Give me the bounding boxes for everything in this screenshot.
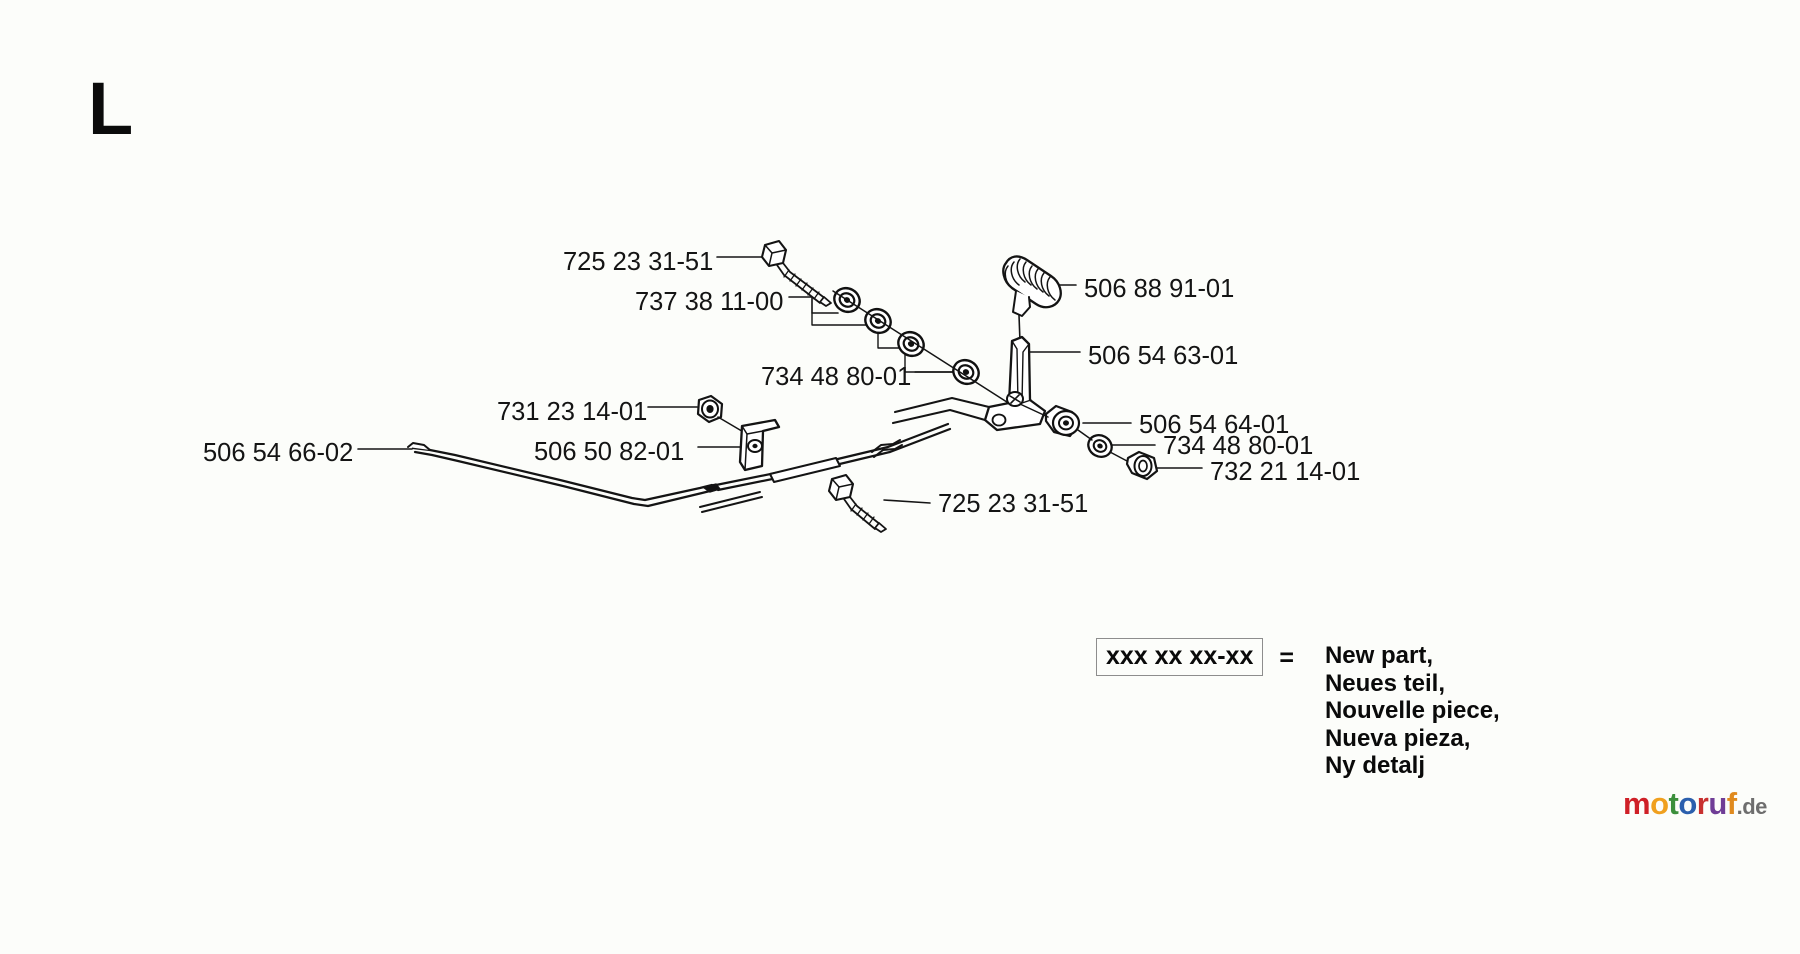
- leader-line: [788, 296, 839, 314]
- watermark-letter: m: [1623, 786, 1651, 821]
- part-bushing: [1019, 403, 1081, 438]
- legend-term-en: New part,: [1324, 642, 1433, 669]
- rod-tail: [699, 491, 761, 508]
- rod-tail: [701, 496, 763, 513]
- part-label-506-54-63-01: 506 54 63-01: [1088, 342, 1239, 370]
- watermark-letter: f: [1726, 786, 1737, 821]
- watermark-letter: r: [1696, 786, 1709, 821]
- part-washer-right: [1087, 434, 1113, 458]
- part-label-731-23-14-01: 731 23 14-01: [497, 398, 648, 426]
- part-label-725-23-31-51-top: 725 23 31-51: [563, 248, 714, 276]
- leader-line: [811, 312, 870, 326]
- part-control-rod: [407, 422, 952, 508]
- watermark-suffix: .de: [1736, 794, 1768, 819]
- assembly-axis: [832, 290, 1011, 405]
- part-label-506-88-91-01: 506 88 91-01: [1084, 275, 1235, 303]
- watermark-letter: o: [1678, 786, 1697, 821]
- part-label-734-48-80-01-mid: 734 48 80-01: [761, 363, 912, 391]
- part-label-734-48-80-01-right: 734 48 80-01: [1163, 432, 1314, 460]
- legend-term-sv: Ny detalj: [1324, 752, 1425, 779]
- legend-term-es: Nueva pieza,: [1324, 724, 1471, 752]
- part-lock-nut-right: [1109, 450, 1159, 481]
- part-label-506-50-82-01: 506 50 82-01: [534, 438, 685, 466]
- part-hex-bolt-bottom: [827, 473, 887, 533]
- watermark-letter: u: [1708, 786, 1727, 821]
- part-knob-grip: [1002, 255, 1062, 343]
- part-hex-bolt-top: [760, 239, 832, 307]
- part-cable-clamp: [738, 418, 781, 472]
- legend-term-de: Neues teil,: [1324, 669, 1446, 697]
- watermark-letter: o: [1650, 786, 1669, 821]
- new-part-legend: xxx xx xx-xx = New part, Neues teil, Nou…: [1096, 638, 1500, 780]
- legend-code-placeholder: xxx xx xx-xx: [1096, 638, 1264, 676]
- part-lock-nut-left: [696, 394, 758, 441]
- part-label-725-23-31-51-bottom: 725 23 31-51: [938, 490, 1089, 518]
- part-label-732-21-14-01: 732 21 14-01: [1210, 458, 1361, 486]
- legend-term-fr: Nouvelle piece,: [1324, 697, 1500, 724]
- motoruf-watermark: motoruf.de: [1623, 786, 1767, 822]
- part-washer-2: [859, 303, 897, 339]
- legend-term-list: New part, Neues teil, Nouvelle piece, Nu…: [1325, 642, 1500, 780]
- legend-equals-sign: =: [1279, 644, 1294, 672]
- section-letter: L: [88, 67, 134, 150]
- part-label-506-54-64-01: 506 54 64-01: [1139, 411, 1290, 439]
- part-label-506-54-66-02: 506 54 66-02: [203, 439, 354, 467]
- watermark-letter: t: [1668, 786, 1679, 821]
- part-label-737-38-11-00: 737 38 11-00: [635, 288, 784, 316]
- leader-line: [883, 499, 931, 504]
- part-lever-bracket: [891, 335, 1047, 432]
